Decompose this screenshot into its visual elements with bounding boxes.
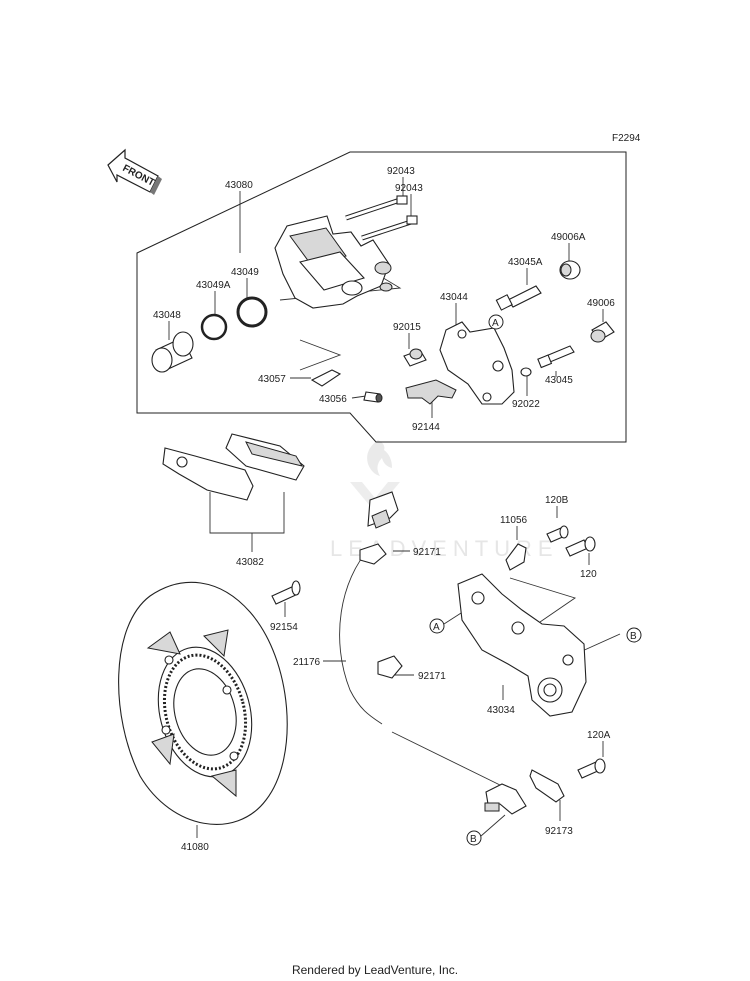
- abs-sensor: [339, 491, 527, 815]
- caliper-body: [274, 215, 393, 309]
- svg-text:A: A: [433, 622, 440, 633]
- sleeve: [403, 348, 427, 367]
- dust-seal: [200, 313, 228, 341]
- bolt-120: [565, 536, 596, 557]
- slide-pin-a: [495, 285, 542, 311]
- part-label-43049: 43049: [231, 267, 259, 278]
- part-label-92171: 92171: [418, 671, 446, 682]
- caliper-pin-2: [361, 215, 418, 241]
- front-arrow-icon: FRONT: [107, 148, 162, 195]
- part-label-43045: 43045: [545, 375, 573, 386]
- caliper-assembly-box: [136, 151, 627, 443]
- figure-code: F2294: [612, 133, 641, 144]
- bolt-120b: [546, 525, 569, 543]
- callout-a-top: A: [488, 314, 504, 330]
- part-label-92171: 92171: [413, 547, 441, 558]
- part-label-43049a: 43049A: [196, 280, 231, 291]
- caliper-mount-bracket: [457, 573, 587, 717]
- part-label-120a: 120A: [587, 730, 611, 741]
- svg-text:A: A: [492, 318, 499, 329]
- part-label-92173: 92173: [545, 826, 573, 837]
- part-label-43080: 43080: [225, 180, 253, 191]
- part-label-92022: 92022: [512, 399, 540, 410]
- part-label-92015: 92015: [393, 322, 421, 333]
- part-label-92144: 92144: [412, 422, 440, 433]
- part-label-120b: 120B: [545, 495, 569, 506]
- cable-clamp-2: [377, 655, 403, 679]
- sensor-bracket: [505, 543, 527, 571]
- part-label-21176: 21176: [293, 657, 321, 668]
- svg-text:B: B: [470, 834, 477, 845]
- svg-text:B: B: [630, 631, 637, 642]
- part-label-92043: 92043: [387, 166, 415, 177]
- brake-disc: [118, 581, 288, 825]
- watermark-logo: [350, 440, 400, 512]
- pad-pin-clip: [310, 369, 342, 387]
- slide-pin: [537, 345, 575, 369]
- callout-b-bottom: B: [466, 830, 482, 846]
- part-label-43082: 43082: [236, 557, 264, 568]
- part-label-49006a: 49006A: [551, 232, 586, 243]
- bleeder-cap: [590, 321, 615, 343]
- part-label-49006: 49006: [587, 298, 615, 309]
- pad-spring: [405, 379, 457, 405]
- part-label-43057: 43057: [258, 374, 286, 385]
- disc-bolt: [271, 580, 301, 605]
- part-label-43048: 43048: [153, 310, 181, 321]
- part-label-43045a: 43045A: [508, 257, 543, 268]
- part-label-43034: 43034: [487, 705, 515, 716]
- part-label-43044: 43044: [440, 292, 468, 303]
- bleeder-valve: [363, 391, 383, 403]
- bolt-120a: [577, 758, 606, 779]
- cable-clamp-1: [359, 543, 387, 565]
- caliper-bracket: [439, 321, 515, 405]
- part-label-92043: 92043: [395, 183, 423, 194]
- part-label-11056: 11056: [500, 515, 528, 526]
- piston-seal: [236, 296, 268, 328]
- part-label-41080: 41080: [181, 842, 209, 853]
- footer-credit: Rendered by LeadVenture, Inc.: [291, 963, 459, 977]
- part-label-120: 120: [580, 569, 597, 580]
- brake-pads: [162, 433, 305, 501]
- bleeder-cap-a: [559, 260, 581, 280]
- part-label-92154: 92154: [270, 622, 298, 633]
- piston: [151, 331, 194, 373]
- caliper-pin-1: [345, 195, 408, 221]
- callout-a-bottom: A: [429, 618, 445, 634]
- sensor-plate: [529, 769, 565, 803]
- o-ring: [520, 367, 532, 377]
- part-label-43056: 43056: [319, 394, 347, 405]
- callout-b-right: B: [626, 627, 642, 643]
